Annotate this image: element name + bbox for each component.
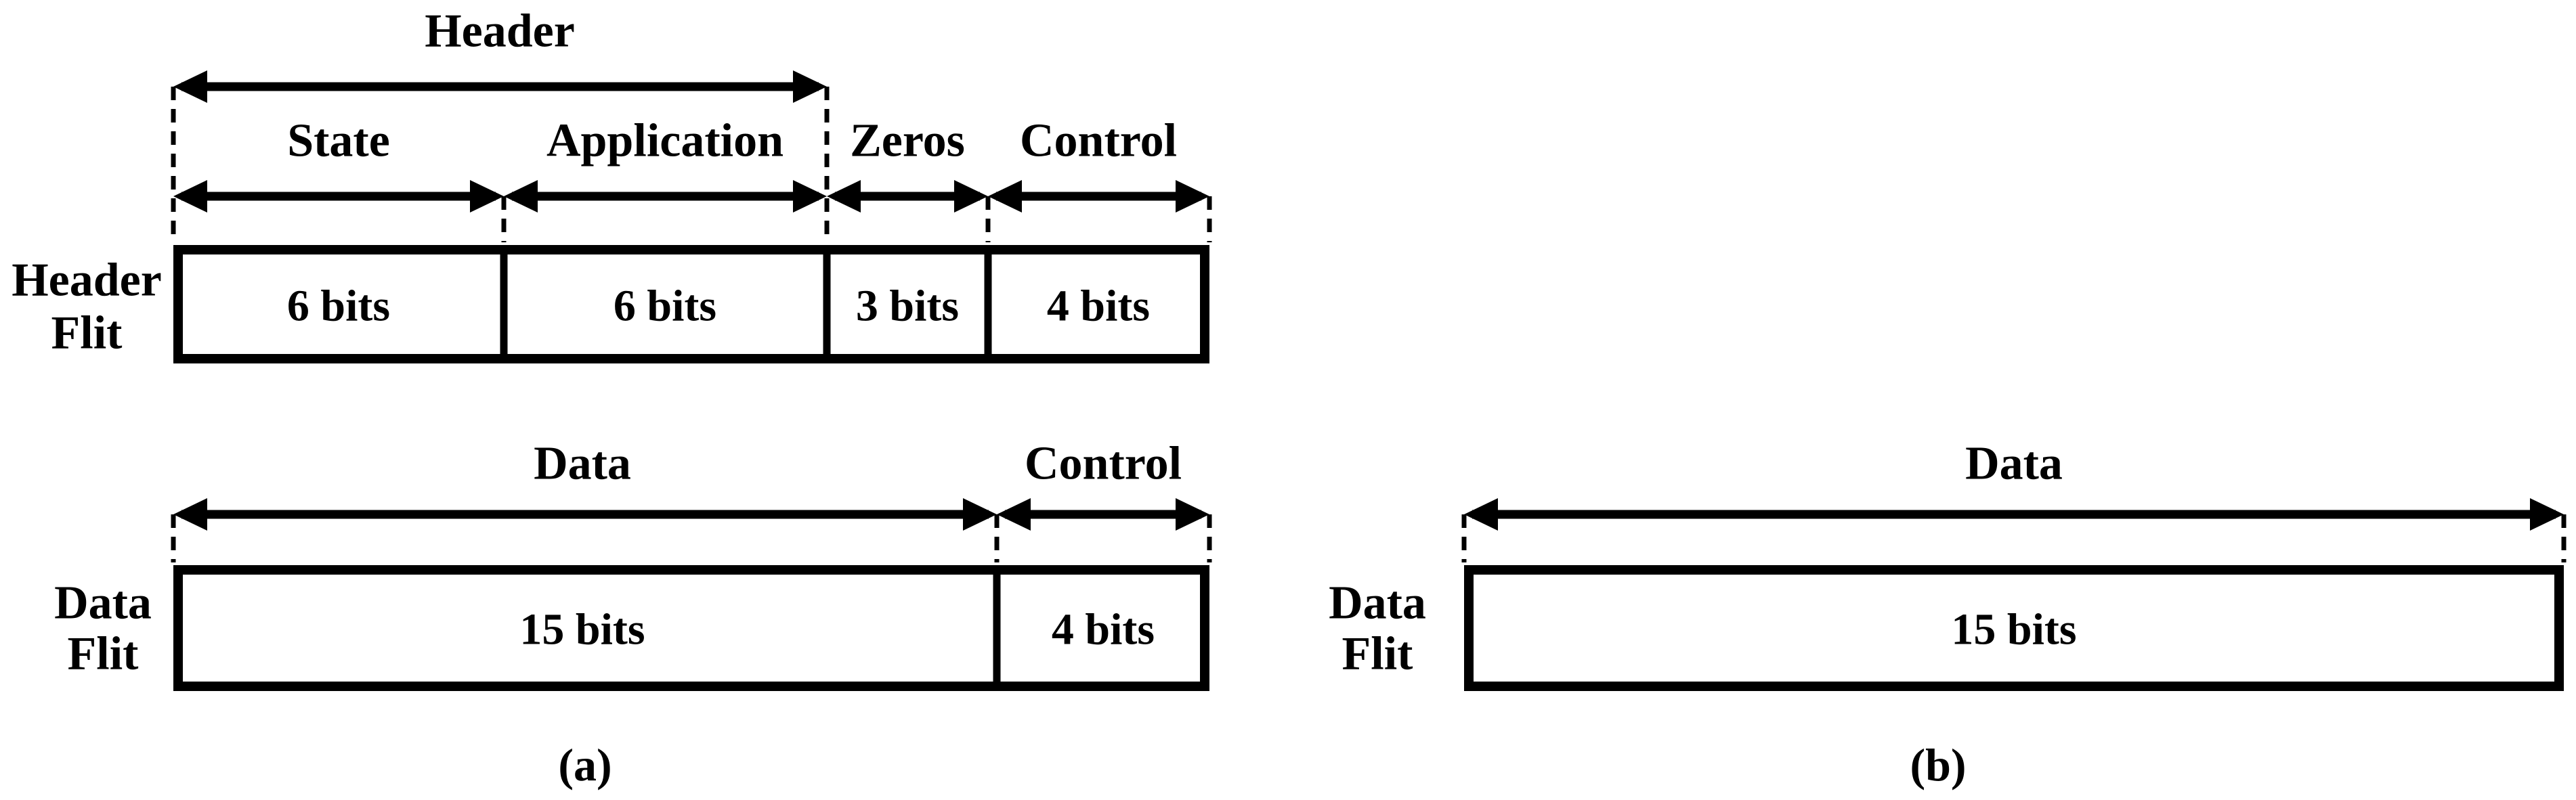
arrow-head [173, 180, 207, 213]
arrow-head [1176, 180, 1209, 213]
field-name-application: Application [546, 115, 783, 167]
row-label-header-flit: Header Flit [12, 254, 162, 359]
cell-size-state: 6 bits [287, 282, 390, 331]
row-label-data-flit-b: Data Flit [1329, 577, 1426, 680]
arrow-head [793, 70, 827, 103]
panel-a: Header State Application Zeros Control [12, 5, 1212, 791]
data-flit-diagram-b: Data Data Flit 15 bits [1329, 438, 2567, 691]
data-flit-box-b [1464, 565, 2564, 691]
arrow-head [793, 180, 827, 213]
data-flit-diagram-a: Data Control Data Flit 15 bits [54, 438, 1212, 691]
arrow-head [2530, 498, 2564, 531]
arrow-head [173, 70, 207, 103]
cell-size-control: 4 bits [1047, 282, 1150, 331]
field-name-data-b: Data [1965, 438, 2063, 490]
header-flit-diagram: Header State Application Zeros Control [12, 5, 1212, 363]
field-name-control-a: Control [1025, 438, 1182, 490]
row-label-data-flit-a-line1: Data [54, 577, 152, 629]
cell-size-control-a: 4 bits [1052, 605, 1155, 654]
arrow-head [504, 180, 538, 213]
field-name-data-a: Data [534, 438, 631, 490]
header-span-arrow [173, 70, 827, 103]
field-span-arrow-control [988, 180, 1209, 213]
row-label-data-flit-a: Data Flit [54, 577, 152, 680]
caption-b: (b) [1910, 739, 1966, 791]
header-span-label: Header [425, 5, 575, 58]
panel-b: Data Data Flit 15 bits (b) [1329, 438, 2567, 791]
cell-size-zeros: 3 bits [856, 282, 959, 331]
arrow-head [963, 498, 997, 531]
arrow-head [827, 180, 861, 213]
arrow-head [997, 498, 1031, 531]
field-span-arrow-control-a [997, 498, 1209, 531]
field-span-arrow-zeros [827, 180, 988, 213]
row-label-header-flit-line1: Header [12, 254, 162, 307]
cell-size-data-b: 15 bits [1951, 605, 2076, 654]
row-label-data-flit-b-line2: Flit [1342, 628, 1413, 680]
cell-size-data-a: 15 bits [519, 605, 645, 654]
field-span-arrow-application [504, 180, 827, 213]
arrow-head [470, 180, 504, 213]
cell-size-application: 6 bits [614, 282, 716, 331]
field-name-zeros: Zeros [850, 115, 965, 167]
arrow-head [173, 498, 207, 531]
header-flit-box [173, 245, 1209, 363]
arrow-head [1176, 498, 1209, 531]
field-span-arrow-data-b [1464, 498, 2564, 531]
row-label-data-flit-a-line2: Flit [68, 628, 139, 680]
arrow-head [954, 180, 988, 213]
row-label-data-flit-b-line1: Data [1329, 577, 1426, 629]
field-span-arrow-data-a [173, 498, 997, 531]
caption-a: (a) [558, 739, 611, 791]
field-name-state: State [287, 115, 390, 167]
field-span-arrow-state [173, 180, 504, 213]
arrow-head [1464, 498, 1498, 531]
arrow-head [988, 180, 1022, 213]
data-flit-box-a [173, 565, 1209, 691]
row-label-header-flit-line2: Flit [51, 307, 123, 359]
field-name-control: Control [1020, 115, 1177, 167]
